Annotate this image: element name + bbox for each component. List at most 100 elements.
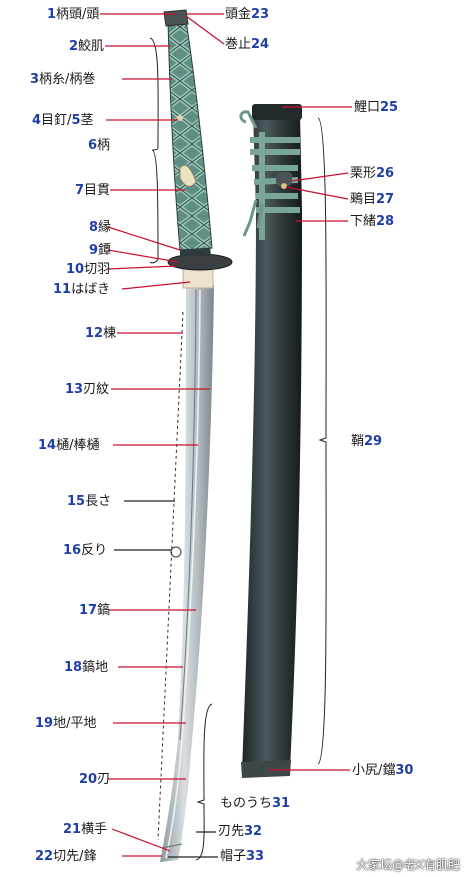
label-num: 3 (30, 72, 40, 87)
kojiri (241, 760, 291, 778)
label-num: 26 (376, 166, 395, 181)
label-text: 横手 (81, 822, 108, 837)
leader-line (111, 828, 171, 852)
label-text: 刃先 (218, 824, 245, 839)
leader-line (285, 186, 349, 200)
label-num: 12 (85, 326, 104, 341)
label-text: 鮫肌 (78, 39, 105, 54)
label-num: 2 (69, 39, 79, 54)
watermark: 大家坛@老K有肌肥 (356, 858, 460, 872)
label-num: 18 (64, 660, 83, 675)
label-17: 17鎬 (79, 603, 110, 618)
label-13: 13刃紋 (65, 382, 109, 397)
label-text: 柄頭/頭 (56, 7, 100, 22)
label-text: 鯉口 (354, 100, 381, 115)
label-num: 14 (38, 438, 57, 453)
label-3: 3柄糸/柄巻 (30, 72, 95, 87)
kashira (163, 9, 189, 27)
label-1: 1柄頭/頭 (47, 7, 99, 22)
label-text: 長さ (85, 494, 112, 509)
label-20: 20刃 (79, 772, 110, 787)
label-30: 小尻/鐺30 (352, 763, 413, 778)
sageo-tassel (239, 110, 264, 237)
label-text: 切先/鋒 (53, 849, 97, 864)
label-text: 頭金 (225, 7, 252, 22)
label-text: 反り (81, 543, 108, 558)
length-dash (157, 311, 184, 841)
label-text: 地/平地 (53, 716, 97, 731)
label-text: 刃 (97, 772, 111, 787)
label-text: 鐔 (98, 243, 112, 258)
blade-body (160, 285, 214, 862)
label-24: 巻止24 (225, 37, 269, 52)
shinogi-line (179, 289, 197, 741)
label-text: 小尻/鐺 (352, 763, 396, 778)
label-num: 31 (272, 796, 291, 811)
label-8: 8縁 (89, 220, 111, 235)
label-num: 8 (89, 220, 99, 235)
label-29: 鞘29 (351, 434, 382, 449)
label-text: 目釘/ (41, 113, 72, 128)
label-num: 23 (251, 7, 270, 22)
leader-line (107, 249, 179, 263)
leader-line (107, 265, 177, 270)
label-26: 栗形26 (350, 166, 394, 181)
guides (149, 37, 327, 861)
label-text: 柄糸/柄巻 (39, 72, 96, 87)
label-25: 鯉口25 (354, 100, 398, 115)
label-12: 12棟 (85, 326, 116, 341)
label-num: 33 (246, 849, 265, 864)
label-14: 14樋/棒樋 (38, 438, 99, 453)
leader-lines (100, 13, 352, 858)
blade (160, 285, 214, 862)
label-text: 柄 (97, 138, 111, 153)
leader-line (107, 226, 181, 251)
label-text: 鎬 (97, 603, 111, 618)
label-28: 下緒28 (350, 214, 394, 229)
label-num: 7 (75, 183, 85, 198)
saya-body (242, 110, 302, 773)
label-text: ものうち (220, 796, 273, 811)
label-4-5: 4目釘/5茎 (32, 113, 94, 128)
label-text: 切羽 (84, 262, 111, 277)
label-text: 巻止 (225, 37, 252, 52)
label-num: 27 (376, 192, 395, 207)
label-num: 29 (364, 434, 383, 449)
label-text: はばき (71, 282, 111, 297)
label-text: 刃紋 (83, 382, 110, 397)
label-num: 30 (395, 763, 414, 778)
label-num: 28 (376, 214, 395, 229)
label-33: 帽子33 (220, 849, 264, 864)
label-text: 栗形 (350, 166, 377, 181)
label-num: 22 (35, 849, 54, 864)
label-19: 19地/平地 (35, 716, 96, 731)
label-18: 18鎬地 (64, 660, 108, 675)
leader-line (121, 281, 191, 290)
label-9: 9鐔 (89, 243, 111, 258)
label-text: 下緒 (350, 214, 377, 229)
label-text: 目貫 (84, 183, 111, 198)
label-num: 6 (88, 138, 98, 153)
label-text: 鞘 (351, 434, 365, 449)
leader-line (185, 15, 225, 45)
label-2: 2鮫肌 (69, 39, 104, 54)
kurikata (276, 172, 292, 186)
label-text: 鎬地 (82, 660, 109, 675)
label-15: 15長さ (67, 494, 111, 509)
label-num: 20 (79, 772, 98, 787)
sori-marker (170, 546, 182, 558)
label-21: 21横手 (63, 822, 107, 837)
menuki (179, 164, 197, 187)
label-32: 刃先32 (218, 824, 262, 839)
label-31: ものうち31 (220, 796, 290, 811)
koiguchi (252, 104, 302, 120)
label-text: 茎 (80, 113, 94, 128)
hamon-line (165, 289, 201, 859)
label-num: 4 (32, 113, 42, 128)
label-text: 鵐目 (350, 192, 377, 207)
bracket-tsuka (149, 37, 159, 264)
label-num: 21 (63, 822, 82, 837)
tsuka-wrap (167, 19, 213, 251)
label-11: 11はばき (53, 282, 110, 297)
